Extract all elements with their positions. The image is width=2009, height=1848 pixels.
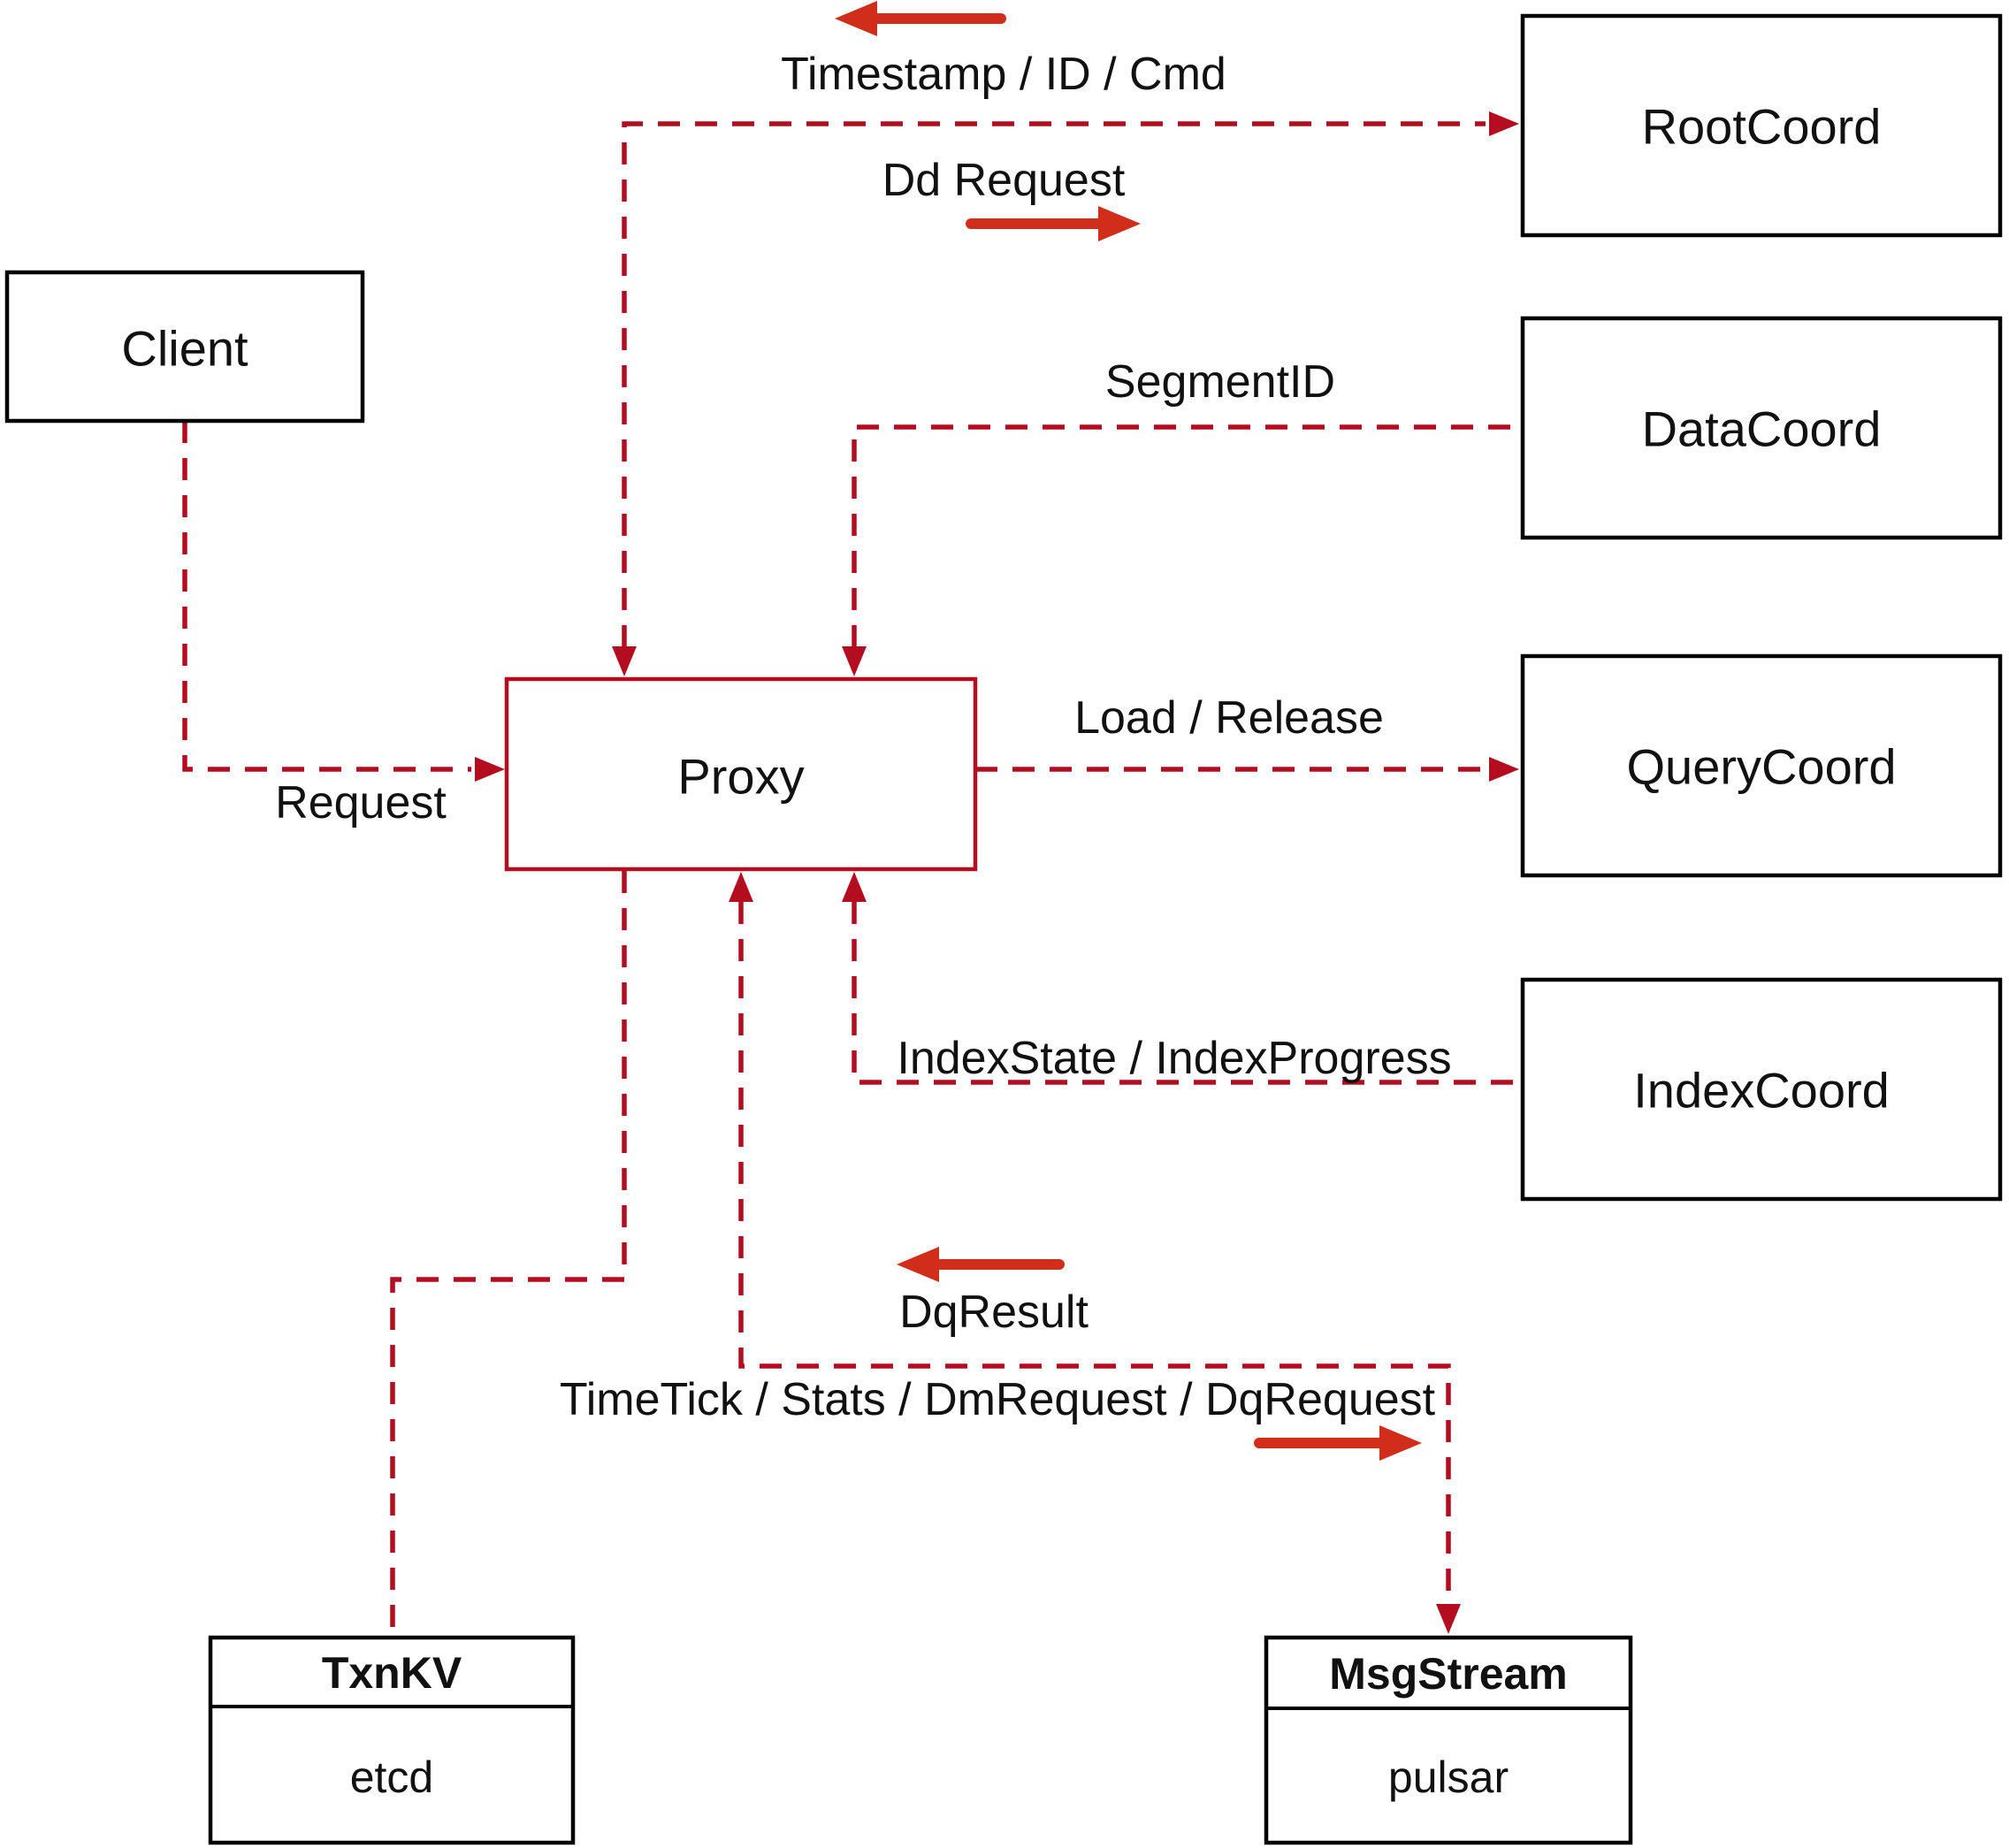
node-indexcoord [1520, 977, 2003, 1202]
node-proxy [504, 676, 978, 872]
node-client [4, 270, 365, 424]
direction-arrow-right-dd-icon [966, 206, 1141, 241]
direction-arrow-right-timetick-icon [1254, 1425, 1422, 1461]
edge-client-to-proxy [182, 421, 471, 772]
edge-proxy-msgstream [738, 902, 1451, 1602]
node-proxy-label: Proxy [677, 749, 804, 805]
direction-arrow-left-dqresult-icon [897, 1247, 1065, 1282]
node-rootcoord [1520, 13, 2003, 238]
arrowhead-into-proxy-top-left-icon [612, 646, 637, 676]
node-rootcoord-label: RootCoord [1642, 99, 1882, 155]
node-msgstream-title: MsgStream [1329, 1649, 1568, 1699]
node-txnkv: TxnKV etcd [208, 1635, 576, 1845]
direction-arrow-head [1379, 1425, 1422, 1461]
node-datacoord [1520, 316, 2003, 540]
edge-label-segment-id: SegmentID [1105, 356, 1335, 408]
direction-arrow-head [1098, 206, 1141, 241]
node-datacoord-label: DataCoord [1642, 401, 1882, 457]
node-txnkv-box [208, 1635, 576, 1845]
arrowhead-into-querycoord-icon [1489, 757, 1519, 782]
arrowhead-into-proxy-left-icon [475, 757, 505, 782]
arrowhead-into-msgstream-icon [1436, 1604, 1461, 1634]
edge-label-timestamp-id-cmd: Timestamp / ID / Cmd [781, 49, 1226, 100]
node-txnkv-title: TxnKV [322, 1648, 462, 1698]
node-txnkv-impl: etcd [350, 1753, 434, 1802]
edge-label-load-release: Load / Release [1074, 692, 1384, 744]
node-msgstream-impl: pulsar [1388, 1753, 1509, 1802]
arrowhead-into-proxy-top-right-icon [842, 646, 867, 676]
arrowhead-into-proxy-bottom-middle-icon [729, 872, 753, 902]
edge-label-request: Request [275, 777, 447, 829]
edge-label-timetick: TimeTick / Stats / DmRequest / DqRequest [560, 1374, 1436, 1425]
edge-datacoord-proxy [852, 424, 1523, 647]
node-indexcoord-label: IndexCoord [1633, 1063, 1890, 1119]
arrowhead-into-rootcoord-icon [1489, 111, 1519, 136]
edge-proxy-txnkv [390, 871, 627, 1636]
edge-label-dq-result: DqResult [899, 1287, 1089, 1338]
node-client-label: Client [121, 321, 248, 377]
edge-label-index-state: IndexState / IndexProgress [897, 1033, 1451, 1084]
direction-arrow-left-top-icon [835, 1, 1006, 36]
direction-arrow-head [897, 1247, 939, 1282]
node-querycoord [1520, 653, 2003, 878]
arrowhead-into-proxy-bottom-right-icon [842, 872, 867, 902]
direction-arrow-head [835, 1, 877, 36]
node-querycoord-label: QueryCoord [1626, 739, 1896, 795]
node-msgstream-box [1264, 1635, 1633, 1845]
node-msgstream: MsgStream pulsar [1264, 1635, 1633, 1845]
edge-proxy-rootcoord [622, 121, 1486, 647]
edge-label-dd-request: Dd Request [882, 155, 1126, 206]
